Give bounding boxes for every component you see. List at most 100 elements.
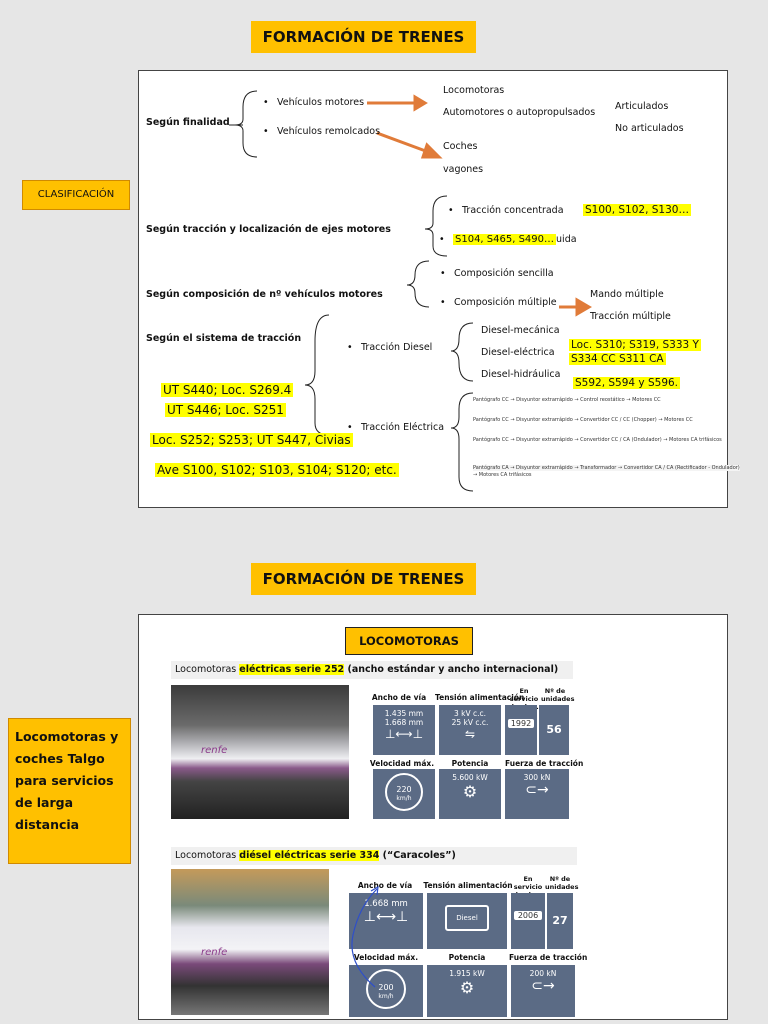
loco252-head-hl: eléctricas serie 252 [239,664,345,675]
talgo-label: Locomotoras y coches Talgo para servicio… [15,729,119,832]
item-motores: Vehículos motores [263,97,364,108]
loco252-ancho-tile: 1.435 mm 1.668 mm ⊥⟷⊥ [373,705,435,755]
loco252-ancho-2: 1.668 mm [384,718,424,727]
coupling-icon: ⊂→ [531,978,555,994]
diagram-lines [229,90,592,492]
series-distribuida: S104, S465, S490… [453,234,557,245]
loco252-heading: Locomotoras eléctricas serie 252 (ancho … [171,661,573,679]
loco252-unidades-label: Nº de unidades [541,687,575,703]
brace-electrica [450,392,474,492]
loco334-fuerza: 200 kN [529,969,557,978]
calendar-icon: 1992 [508,719,534,728]
loco252-head-pre: Locomotoras [175,664,240,675]
distribuida-tail: uida [556,234,577,245]
loco334-ancho-label: Ancho de vía [357,881,413,890]
item-coches: Coches [443,141,478,152]
calendar-icon: 2006 [514,911,542,920]
loco252-card: Locomotoras eléctricas serie 252 (ancho … [171,661,584,821]
loco334-tension-label: Tensión alimentación [423,881,513,890]
left-series-4: Ave S100, S102; S103, S104; S120; etc. [155,463,399,477]
item-electrica: Tracción Eléctrica [347,422,444,433]
series-concentrada: S100, S102, S130… [583,204,691,216]
arrows [367,94,592,317]
loco334-velocidad: 200 [378,983,394,992]
loco334-potencia-tile: 1.915 kW ⚙ [427,965,507,1017]
rail-gauge-icon: ⊥⟷⊥ [384,727,424,741]
slide1-title: FORMACIÓN DE TRENES [251,21,476,53]
loco252-unidades-tile: 56 [539,705,569,755]
item-multiple: Composición múltiple [440,297,557,308]
label-sistema: Según el sistema de tracción [146,333,302,344]
loco334-card: Locomotoras diésel eléctricas serie 334 … [171,847,588,1017]
loco334-potencia-label: Potencia [448,953,486,962]
loco334-unidades-tile: 27 [547,893,573,949]
speedometer-icon: 220 km/h [385,773,423,811]
loco334-fuerza-label: Fuerza de tracción [509,953,588,962]
item-articulados: Articulados [615,101,669,112]
speedometer-icon: 200 km/h [366,969,406,1009]
locomotoras-title: LOCOMOTORAS [345,627,473,655]
label-finalidad: Según finalidad [146,117,230,128]
label-traccion-ejes: Según tracción y localización de ejes mo… [146,224,391,235]
loco252-servicio-tile: 1992 [505,705,537,755]
item-traccion-multiple: Tracción múltiple [590,311,671,322]
loco252-tension-2: 25 kV c.c. [451,718,489,727]
series-hidraulica: S592, S594 y S596. [573,377,681,389]
loco252-tension-tile: 3 kV c.c. 25 kV c.c. ⇋ [439,705,501,755]
brace-sistema [304,314,330,436]
chain-4b: → Motores CA trifásicos [473,472,532,478]
left-series-3: Loc. S252; S253; UT S447, Civias [150,433,353,447]
brace-diesel [450,322,474,382]
loco334-tension-tile: Diesel [427,893,507,949]
loco334-fuerza-tile: 200 kN ⊂→ [511,965,575,1017]
loco334-photo: renfe [171,869,329,1015]
loco252-fuerza-label: Fuerza de tracción [505,759,584,768]
loco334-velocidad-label: Velocidad máx. [353,953,419,962]
chain-4a: Pantógrafo CA → Disyuntor extrarrápido →… [473,465,740,471]
loco252-head-post: (ancho estándar y ancho internacional) [344,664,559,675]
slide2-title: FORMACIÓN DE TRENES [251,563,476,595]
loco334-photo-text: renfe [201,947,228,958]
left-series-1: UT S440; Loc. S269.4 [161,383,294,397]
loco334-head-pre: Locomotoras [175,850,240,861]
item-hidraulica: Diesel-hidráulica [481,369,561,380]
loco334-vel-unit: km/h [378,993,394,1000]
item-mando: Mando múltiple [590,289,664,300]
item-remolcados: Vehículos remolcados [263,126,380,137]
item-vagones: vagones [443,164,484,175]
chain-2: Pantógrafo CC → Disyuntor extrarrápido →… [473,417,693,423]
locomotoras-panel: LOCOMOTORAS Locomotoras eléctricas serie… [138,614,728,1020]
item-sencilla: Composición sencilla [440,268,554,279]
item-diesel: Tracción Diesel [347,342,432,353]
brace-traccion [424,195,448,257]
series-electrica-1: Loc. S310; S319, S333 Y [569,339,701,351]
series-electrica-2: S334 CC S311 CA [569,353,666,365]
loco252-potencia-label: Potencia [451,759,489,768]
brace-composicion [406,260,430,308]
clasificacion-label: CLASIFICACIÓN [22,180,130,210]
coupling-icon: ⊂→ [525,782,549,798]
loco252-fuerza-tile: 300 kN ⊂→ [505,769,569,819]
loco252-vel-unit: km/h [396,795,412,802]
loco252-ancho-1: 1.435 mm [384,709,424,718]
classification-panel: Según finalidad Vehículos motores Vehícu… [138,70,740,508]
item-automotores: Automotores o autopropulsados [443,107,596,118]
item-concentrada: Tracción concentrada [448,205,563,216]
talgo-label-box: Locomotoras y coches Talgo para servicio… [8,718,131,864]
loco252-tension-label: Tensión alimentación [435,693,525,702]
chain-1: Pantógrafo CC → Disyuntor extrarrápido →… [473,397,661,403]
loco334-servicio-tile: 2006 [511,893,545,949]
loco252-potencia: 5.600 kW [452,773,488,782]
brace-finalidad [234,90,258,158]
diesel-engine-icon: Diesel [445,905,489,931]
loco252-velocidad-tile: 220 km/h [373,769,435,819]
loco334-heading: Locomotoras diésel eléctricas serie 334 … [171,847,577,865]
catenary-icon: ⇋ [464,727,476,741]
loco252-velocidad-label: Velocidad máx. [369,759,435,768]
loco252-photo: renfe [171,685,349,819]
loco252-photo-text: renfe [201,745,228,756]
item-diesel-electrica: Diesel-eléctrica [481,347,555,358]
loco252-fuerza: 300 kN [523,773,551,782]
item-locomotoras: Locomotoras [443,85,505,96]
engine-icon: ⚙ [459,978,475,997]
